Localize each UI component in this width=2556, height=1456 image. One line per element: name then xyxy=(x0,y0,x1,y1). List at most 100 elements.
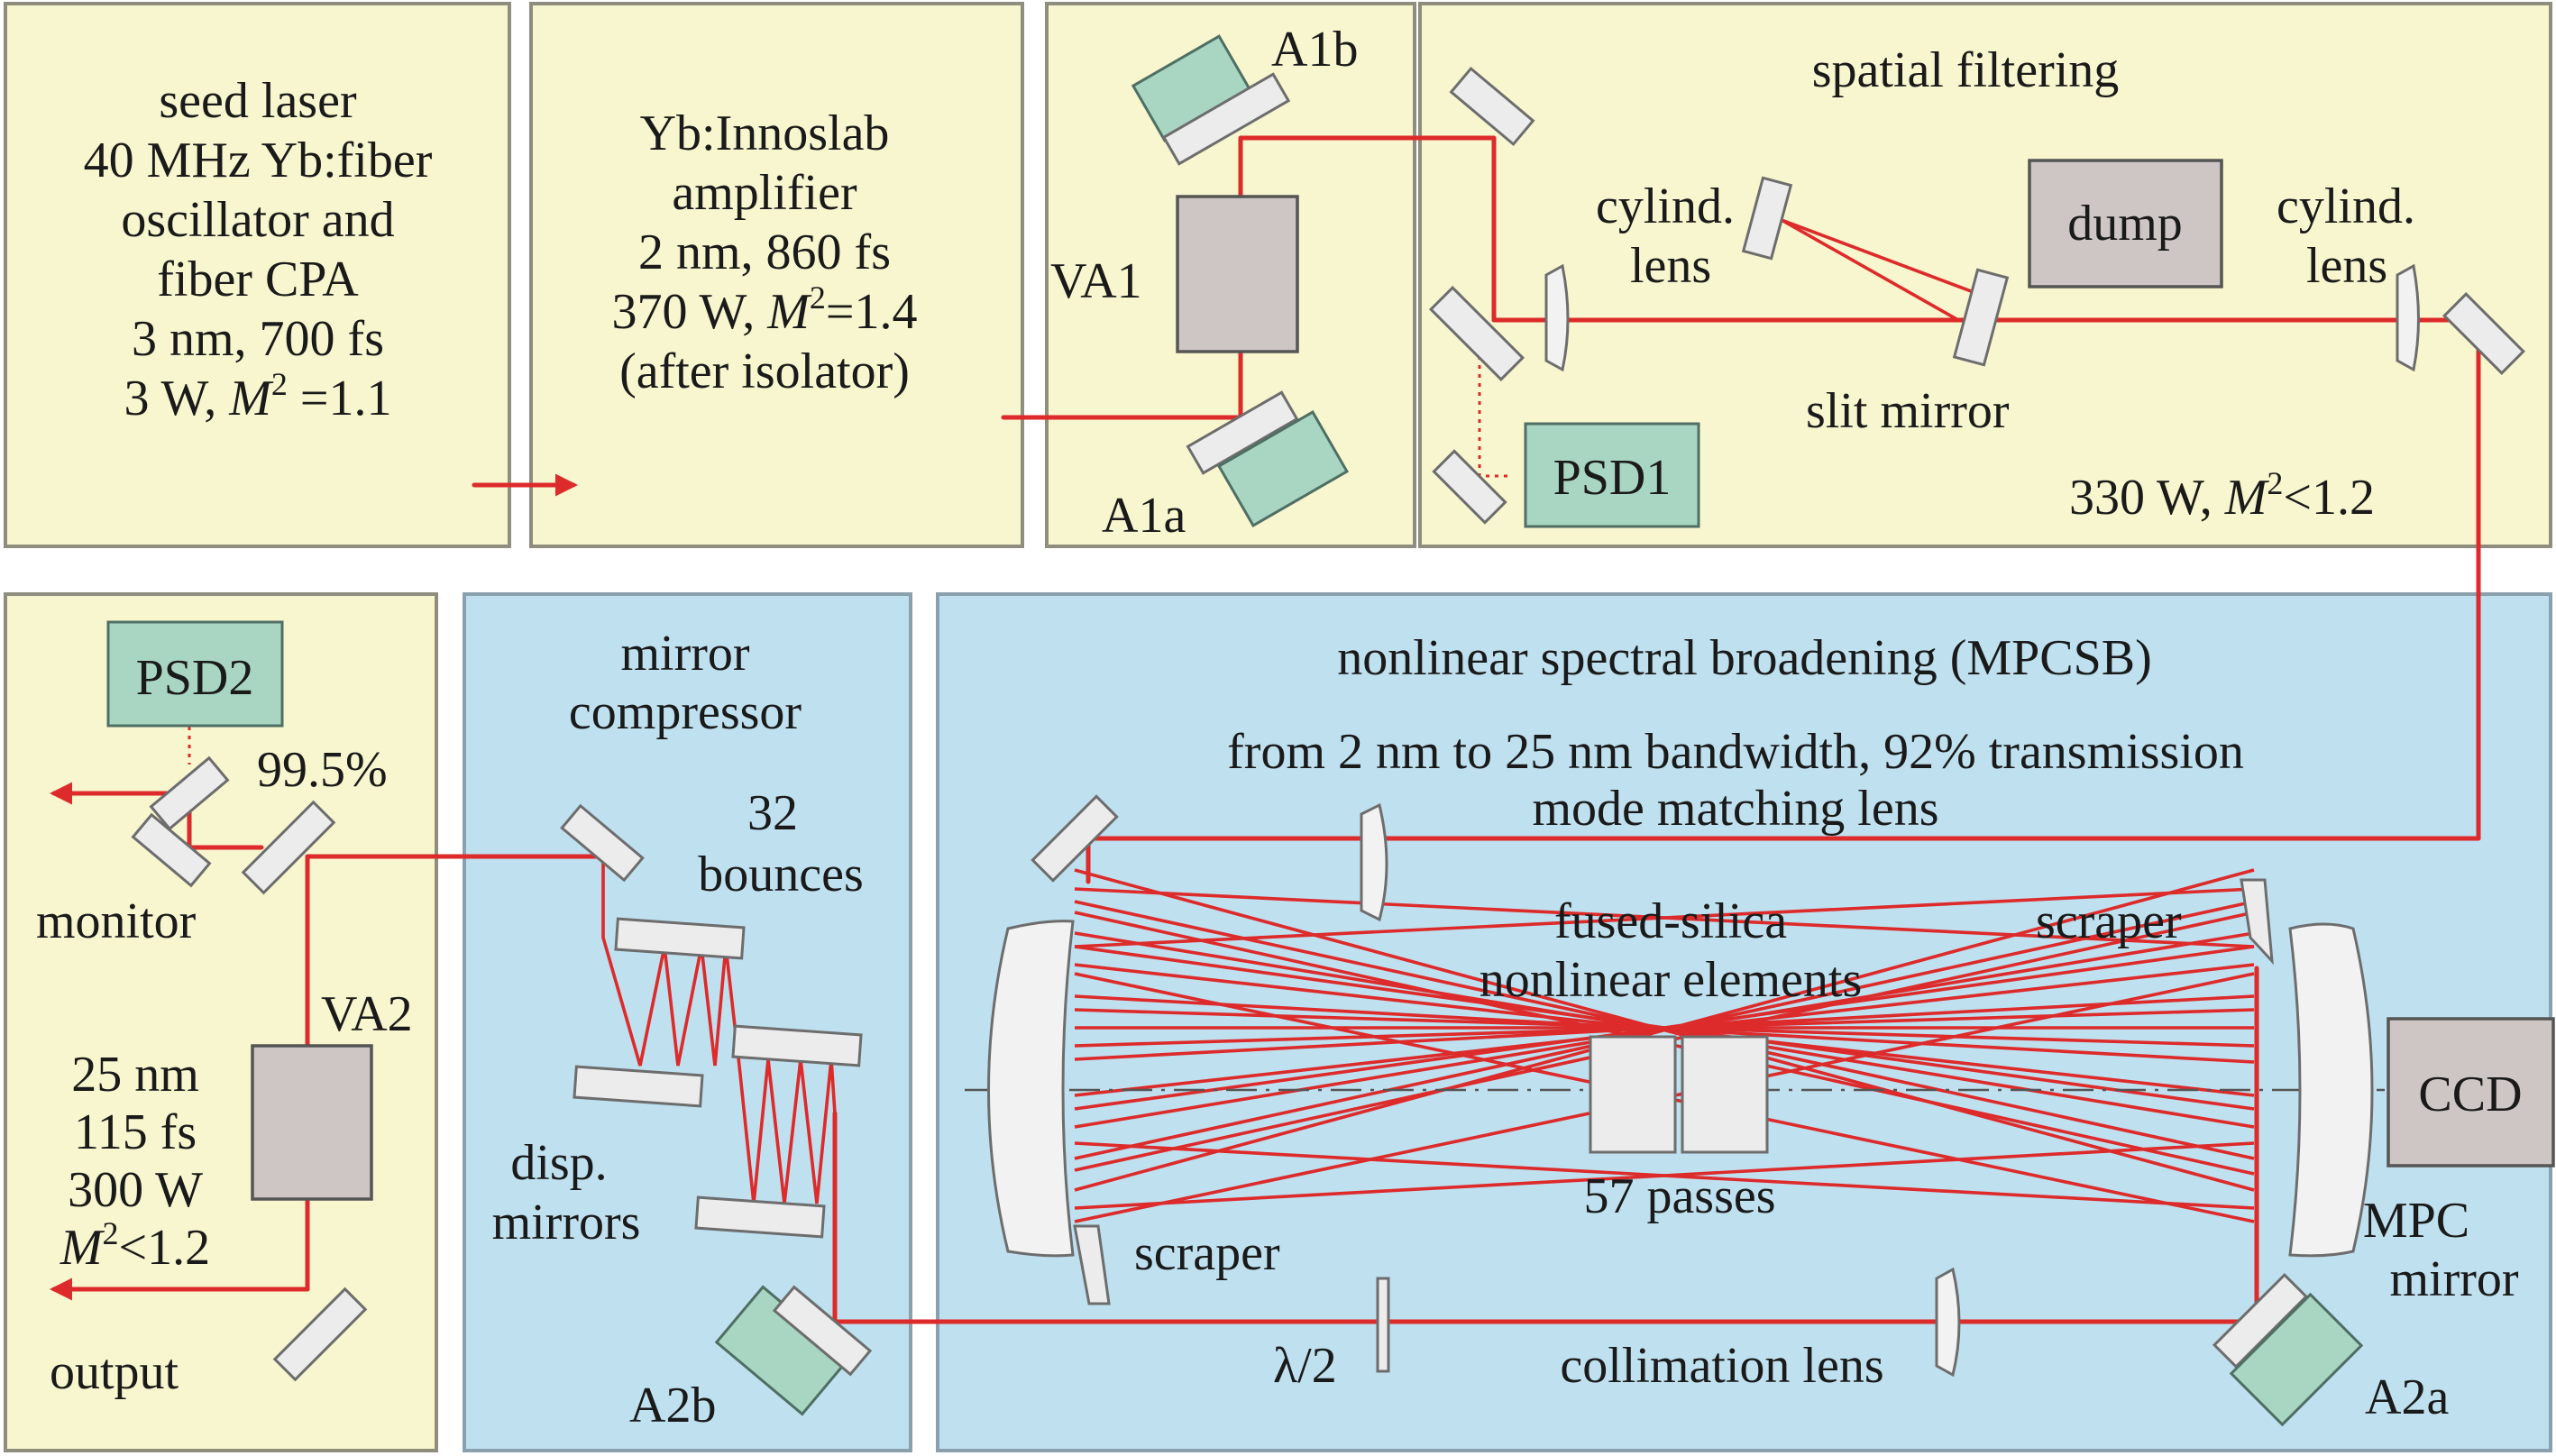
seed-laser-box xyxy=(4,2,511,548)
seed-line-4: fiber CPA xyxy=(157,252,359,307)
amp-line-3: 2 nm, 860 fs xyxy=(638,224,891,280)
seed-line-2: 40 MHz Yb:fiber xyxy=(84,133,433,188)
monitor-label: monitor xyxy=(36,893,197,949)
spatial-mirror-left xyxy=(1428,285,1525,382)
a2b-label: A2b xyxy=(629,1378,716,1433)
amp-line-2: amplifier xyxy=(672,165,857,221)
slit-mirror-a xyxy=(1741,176,1793,261)
disp-mirror-2a xyxy=(731,1024,863,1067)
amp-line-1: Yb:Innoslab xyxy=(640,105,890,161)
output-specs: 25 nm 115 fs 300 W M2<1.2 xyxy=(60,1047,210,1276)
seed-line-3: oscillator and xyxy=(121,192,394,248)
scraper-top-label: scraper xyxy=(2036,893,2182,949)
mpc-labels: nonlinear spectral broadening (MPCSB) fr… xyxy=(1134,630,2523,1425)
a1a-mount xyxy=(1216,410,1350,527)
dump-label: dump xyxy=(2067,196,2183,252)
output-label: output xyxy=(50,1344,179,1400)
psd2-box xyxy=(106,620,284,728)
spatial-output-power: 330 W, M2<1.2 xyxy=(2069,465,2375,526)
seed-line-1: seed laser xyxy=(159,73,357,129)
mpc-title: nonlinear spectral broadening (MPCSB) xyxy=(1337,630,2152,686)
monitor-mirror-lower xyxy=(131,812,212,888)
va2-attenuator xyxy=(251,1044,373,1201)
spatial-mirror-right xyxy=(2442,292,2525,375)
disp-mirror-2b xyxy=(694,1195,826,1239)
cylind-lens-2 xyxy=(2396,263,2420,372)
beamsplitter-99-5 xyxy=(241,800,336,895)
a1a-mirror xyxy=(1186,390,1299,475)
ccd-label: CCD xyxy=(2418,1067,2522,1122)
disp-mirrors-1: disp. xyxy=(510,1135,607,1191)
disp-mirror-1a xyxy=(614,917,746,960)
disp-mirrors-2: mirrors xyxy=(492,1195,641,1250)
seed-line-6: 3 W, M2 =1.1 xyxy=(124,366,392,426)
psd2-label: PSD2 xyxy=(136,650,254,706)
monitor-beam xyxy=(50,782,264,850)
compressor-zigzag-2 xyxy=(737,1058,837,1204)
compressor-input-mirror xyxy=(560,803,645,883)
collimation-lens-label: collimation lens xyxy=(1560,1338,1883,1394)
cylind-lens-1-label-a: cylind. xyxy=(1596,179,1735,234)
output-mirror xyxy=(272,1287,368,1382)
slit-mirror xyxy=(1952,268,2010,367)
va2-label: VA2 xyxy=(321,986,413,1042)
mpc-output-mirror xyxy=(2212,1272,2309,1369)
scraper-bottom-label: scraper xyxy=(1134,1225,1280,1281)
amplifier-labels: Yb:Innoslab amplifier 2 nm, 860 fs 370 W… xyxy=(612,105,918,399)
cylind-lens-2-label-a: cylind. xyxy=(2277,179,2415,234)
amp-line-5: (after isolator) xyxy=(619,343,910,399)
amplifier-box xyxy=(529,2,1024,548)
a1b-label: A1b xyxy=(1271,22,1358,78)
halfwave-plate xyxy=(1376,1277,1390,1373)
a2a-mount xyxy=(2229,1292,2364,1427)
monitor-mirror xyxy=(149,755,230,831)
mode-matching-lens-label: mode matching lens xyxy=(1532,781,1938,837)
cylind-lens-2-label-b: lens xyxy=(2306,238,2387,294)
va1-label: VA1 xyxy=(1050,253,1142,309)
seed-laser-labels: seed laser 40 MHz Yb:fiber oscillator an… xyxy=(84,73,433,426)
ccd-box xyxy=(2387,1017,2555,1168)
mpc-mirror-right xyxy=(2288,922,2374,1258)
scraper-top-right xyxy=(2240,878,2274,966)
compressor-title-2: compressor xyxy=(569,684,802,740)
output-spec-3: 300 W xyxy=(68,1162,203,1218)
dump-block xyxy=(2028,159,2223,288)
beamsplitter-label: 99.5% xyxy=(257,742,388,798)
bounces-2: bounces xyxy=(698,847,864,902)
fused-silica-element-1 xyxy=(1589,1035,1677,1154)
mpc-mirror-left xyxy=(987,920,1075,1258)
cylind-lens-1-label-b: lens xyxy=(1630,238,1711,294)
va1-attenuator xyxy=(1176,195,1299,353)
mpc-output-beam xyxy=(832,966,2259,1324)
compressor-labels: mirror compressor 32 bounces disp. mirro… xyxy=(492,626,864,1250)
spatial-filtering-title: spatial filtering xyxy=(1812,42,2120,98)
mode-matching-lens xyxy=(1360,802,1388,922)
spatial-mirror-top xyxy=(1449,66,1535,147)
mpc-mirror-label-1: MPC xyxy=(2363,1193,2469,1249)
mpc-mirror-label-2: mirror xyxy=(2389,1251,2518,1307)
slit-beam-a xyxy=(1781,218,1959,322)
cylind-lens-1 xyxy=(1544,263,1570,372)
amp-line-4: 370 W, M2=1.4 xyxy=(612,279,918,340)
a1a-label: A1a xyxy=(1102,488,1186,544)
disp-mirror-1b xyxy=(573,1065,704,1108)
seed-line-5: 3 nm, 700 fs xyxy=(132,311,384,367)
compressor-title-1: mirror xyxy=(620,626,749,682)
output-spec-1: 25 nm xyxy=(71,1047,199,1103)
a2b-mirror xyxy=(772,1285,873,1377)
slit-beam-b xyxy=(1781,218,2001,304)
output-spec-4: M2<1.2 xyxy=(60,1215,210,1276)
passes-label: 57 passes xyxy=(1583,1168,1775,1224)
fused-silica-label-1: fused-silica xyxy=(1554,893,1787,949)
slit-mirror-label: slit mirror xyxy=(1806,383,2010,439)
fused-silica-element-2 xyxy=(1681,1035,1769,1154)
scraper-bottom-left xyxy=(1073,1224,1111,1305)
a1b-mirror xyxy=(1161,72,1291,166)
fused-silica-label-2: nonlinear elements xyxy=(1480,952,1863,1008)
psd1-box xyxy=(1524,422,1700,528)
halfwave-label: λ/2 xyxy=(1273,1338,1337,1394)
psd1-label: PSD1 xyxy=(1553,450,1672,506)
mpc-input-mirror xyxy=(1031,794,1119,883)
psd1-mirror xyxy=(1432,449,1507,525)
